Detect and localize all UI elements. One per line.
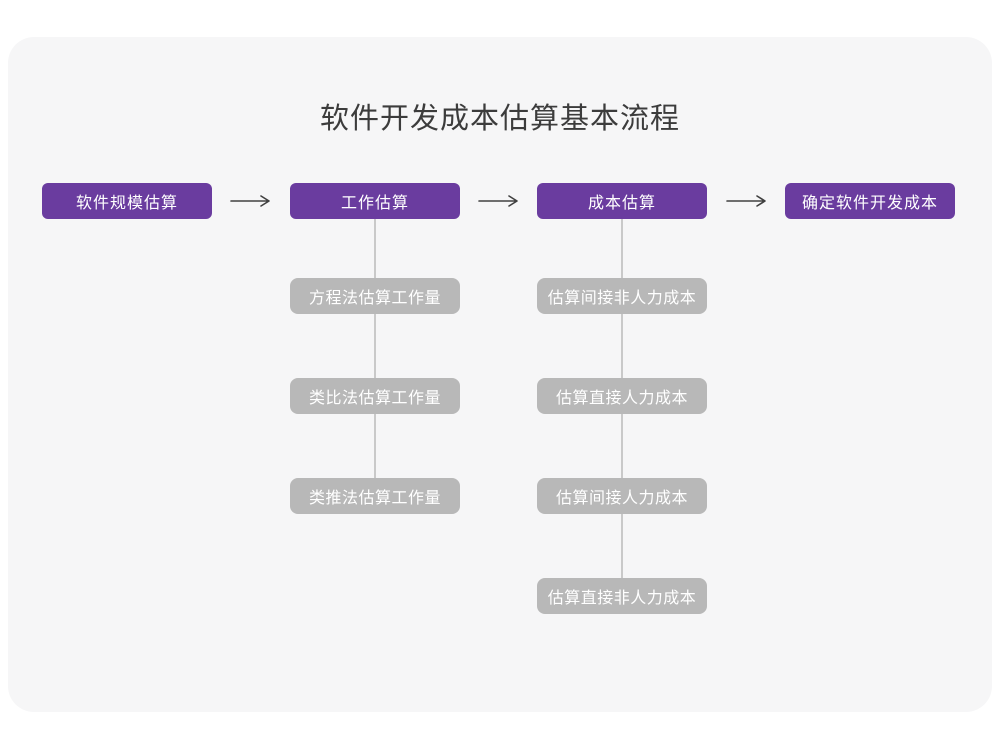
step-extrapolation-method-workload: 类推法估算工作量 — [290, 478, 460, 514]
stage-work-estimation: 工作估算 — [290, 183, 460, 219]
step-direct-non-labor-cost: 估算直接非人力成本 — [537, 578, 707, 614]
step-label: 估算直接非人力成本 — [547, 590, 697, 607]
diagram-title: 软件开发成本估算基本流程 — [319, 103, 680, 135]
step-indirect-labor-cost: 估算间接人力成本 — [537, 478, 707, 514]
stage-determine-development-cost: 确定软件开发成本 — [785, 183, 955, 219]
right-arrow-icon — [726, 195, 766, 207]
stage-label: 工作估算 — [340, 195, 409, 212]
step-equation-method-workload: 方程法估算工作量 — [290, 278, 460, 314]
work-column-connector-line — [374, 218, 376, 508]
diagram-card: 软件开发成本估算基本流程 软件规模估算 工作估算 成本估算 确定软件开发成本 方 — [8, 37, 992, 712]
stage-label: 确定软件开发成本 — [801, 195, 938, 212]
step-label: 估算间接人力成本 — [555, 490, 688, 507]
step-indirect-non-labor-cost: 估算间接非人力成本 — [537, 278, 707, 314]
step-label: 方程法估算工作量 — [308, 290, 441, 307]
right-arrow-icon — [230, 195, 270, 207]
step-analogy-method-workload: 类比法估算工作量 — [290, 378, 460, 414]
right-arrow-icon — [478, 195, 518, 207]
stage-label: 成本估算 — [587, 195, 656, 212]
step-label: 类比法估算工作量 — [308, 390, 441, 407]
stage-software-scale-estimation: 软件规模估算 — [42, 183, 212, 219]
stage-cost-estimation: 成本估算 — [537, 183, 707, 219]
step-direct-labor-cost: 估算直接人力成本 — [537, 378, 707, 414]
step-label: 类推法估算工作量 — [308, 490, 441, 507]
stage-label: 软件规模估算 — [75, 195, 178, 212]
step-label: 估算直接人力成本 — [555, 390, 688, 407]
step-label: 估算间接非人力成本 — [547, 290, 697, 307]
